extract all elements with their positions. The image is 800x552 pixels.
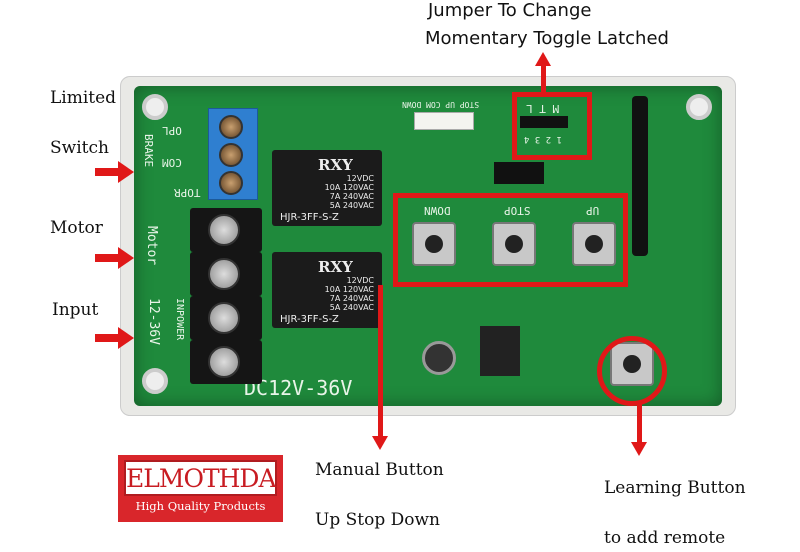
learning-arrow bbox=[637, 404, 642, 444]
terminal-motor-1 bbox=[190, 208, 262, 252]
relay-2: RXY 12VDC 10A 120VAC 7A 240VAC 5A 240VAC… bbox=[272, 252, 382, 328]
brand-logo: ELMOTHDA High Quality Products bbox=[118, 455, 283, 522]
relay-model: HJR-3FF-S-Z bbox=[280, 212, 339, 223]
header-connector bbox=[414, 112, 474, 130]
manual-caption-line1: Manual Button bbox=[315, 460, 444, 480]
input-arrow bbox=[95, 334, 119, 342]
switch-arrow bbox=[95, 168, 119, 176]
screw-icon bbox=[219, 171, 243, 195]
jumper-caption-line2: Momentary Toggle Latched bbox=[425, 28, 669, 49]
arrow-down-icon bbox=[372, 436, 388, 450]
motor-silk: Motor bbox=[144, 226, 159, 266]
manual-caption-line2: Up Stop Down bbox=[315, 510, 440, 530]
relay-spec: 5A 240VAC bbox=[329, 303, 374, 312]
screw-icon bbox=[208, 214, 240, 246]
connector-silk: STOP UP COM DOWN bbox=[402, 100, 480, 109]
relay-brand: RXY bbox=[318, 156, 353, 174]
mount-hole-icon bbox=[142, 94, 168, 120]
switch-label: Switch bbox=[50, 138, 109, 158]
ic-chip bbox=[494, 162, 544, 184]
relay-spec: 12VDC bbox=[346, 174, 374, 183]
manual-arrow bbox=[378, 285, 383, 437]
input-label: Input bbox=[52, 300, 99, 320]
logo-tagline: High Quality Products bbox=[135, 499, 266, 513]
relay-brand: RXY bbox=[318, 258, 353, 276]
motor-arrow bbox=[95, 254, 119, 262]
regulator-chip bbox=[480, 326, 520, 376]
down-button[interactable] bbox=[412, 222, 456, 266]
capacitor bbox=[422, 341, 456, 375]
up-button[interactable] bbox=[572, 222, 616, 266]
relay-spec: 10A 120VAC bbox=[324, 285, 374, 294]
mount-hole-icon bbox=[142, 368, 168, 394]
learning-caption-line2: to add remote bbox=[604, 528, 726, 548]
mount-hole-icon bbox=[686, 94, 712, 120]
arrow-right-icon bbox=[118, 247, 134, 269]
relay-spec: 5A 240VAC bbox=[329, 201, 374, 210]
screw-icon bbox=[219, 115, 243, 139]
terminal-motor-2 bbox=[190, 252, 262, 296]
relay-spec: 7A 240VAC bbox=[329, 294, 374, 303]
opl-silk: OPL bbox=[162, 124, 182, 137]
topr-silk: TOPR bbox=[174, 186, 201, 199]
com-silk: COM bbox=[162, 156, 182, 169]
relay-1: RXY 12VDC 10A 120VAC 7A 240VAC 5A 240VAC… bbox=[272, 150, 382, 226]
logo-name: ELMOTHDA bbox=[124, 460, 277, 496]
jumper-arrow bbox=[541, 64, 546, 94]
relay-spec: 10A 120VAC bbox=[324, 183, 374, 192]
jumper-header[interactable] bbox=[520, 116, 568, 128]
terminal-power-2 bbox=[190, 340, 262, 384]
relay-spec: 7A 240VAC bbox=[329, 192, 374, 201]
screw-icon bbox=[208, 302, 240, 334]
arrow-right-icon bbox=[118, 161, 134, 183]
input-range-silk: 12-36V bbox=[146, 298, 161, 345]
jumper-caption-line1: Jumper To Change bbox=[428, 0, 592, 21]
arrow-down-icon bbox=[631, 442, 647, 456]
manual-buttons-highlight bbox=[393, 193, 628, 287]
brake-silk: BRAKE bbox=[142, 134, 155, 168]
learning-caption-line1: Learning Button bbox=[604, 478, 746, 498]
stop-button[interactable] bbox=[492, 222, 536, 266]
terminal-power-1 bbox=[190, 296, 262, 340]
relay-model: HJR-3FF-S-Z bbox=[280, 314, 339, 325]
jumper-highlight bbox=[512, 92, 592, 160]
limited-label: Limited bbox=[50, 88, 117, 108]
arrow-right-icon bbox=[118, 327, 134, 349]
screw-icon bbox=[219, 143, 243, 167]
relay-spec: 12VDC bbox=[346, 276, 374, 285]
arrow-up-icon bbox=[535, 52, 551, 66]
inpower-silk: INPOWER bbox=[174, 298, 185, 341]
brake-terminal-block bbox=[208, 108, 258, 200]
voltage-silk: DC12V-36V bbox=[244, 376, 353, 400]
screw-icon bbox=[208, 258, 240, 290]
screw-icon bbox=[208, 346, 240, 378]
learning-button-highlight bbox=[597, 336, 667, 406]
motor-label: Motor bbox=[50, 218, 103, 238]
antenna-coil bbox=[632, 96, 648, 256]
